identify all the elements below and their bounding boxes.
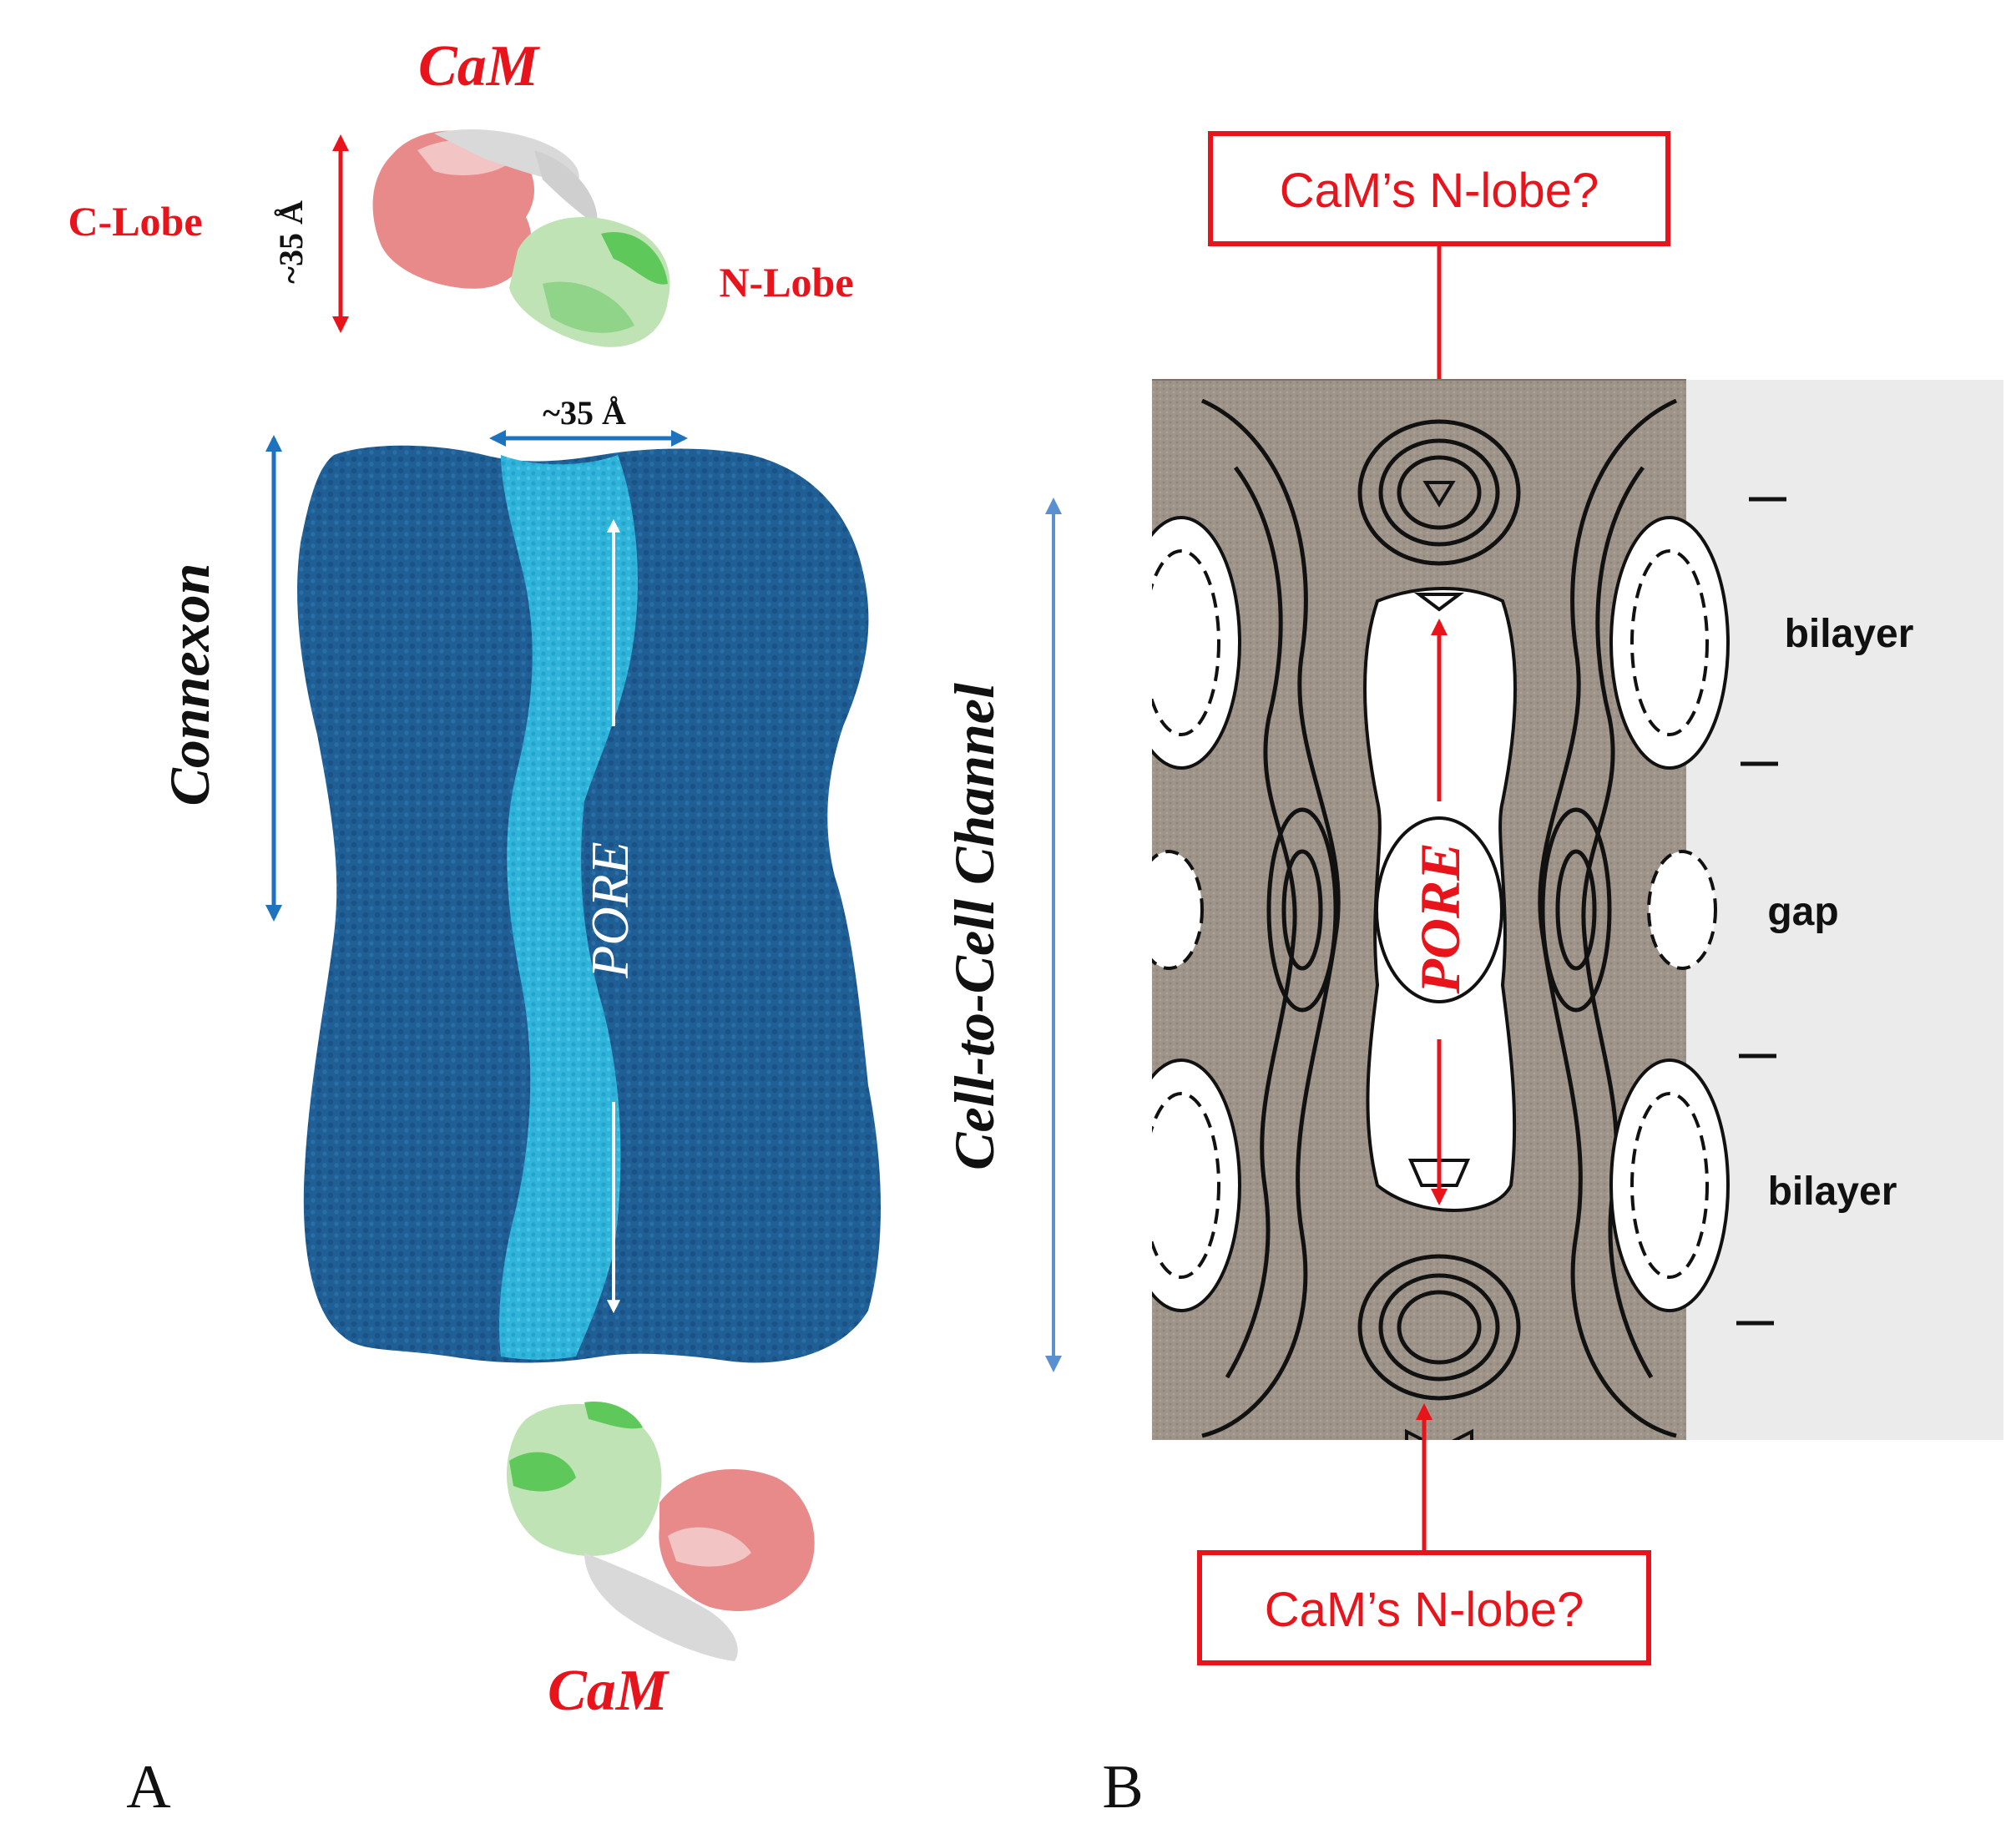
cam-height-label: ~35 Å [272, 200, 310, 284]
panel-b: CaM’s N-lobe? [1102, 131, 2003, 1821]
cam-top-label: CaM [418, 34, 541, 99]
cam-top-molecule [372, 129, 670, 347]
scale-panel [1686, 380, 2003, 1440]
cam-bottom-label: CaM [548, 1659, 670, 1723]
pore-width-label: ~35 Å [543, 394, 626, 432]
panel-b-label: B [1102, 1753, 1143, 1821]
connexon-channel [297, 445, 881, 1363]
cam-bottom-molecule [506, 1402, 815, 1661]
panel-a-label: A [126, 1753, 170, 1821]
layer-label-gap: gap [1767, 890, 1838, 934]
callout-bottom-text: CaM’s N-lobe? [1265, 1583, 1584, 1637]
panel-a: CaM ~35 Å C-Lobe N-Lobe ~35 Å Connexon P… [68, 34, 1062, 1821]
connexon-label: Connexon [158, 563, 221, 806]
callout-bottom-box [1197, 1550, 1651, 1665]
pore-label-a: PORE [580, 841, 639, 979]
callout-top-text: CaM’s N-lobe? [1280, 164, 1599, 218]
n-lobe-label: N-Lobe [719, 259, 853, 306]
c-lobe-label: C-Lobe [68, 198, 202, 245]
contour-lines [1152, 398, 1730, 1440]
layer-label-bilayer-top: bilayer [1785, 612, 1914, 656]
pore-label-b: PORE [1408, 842, 1472, 994]
layer-label-bilayer-bottom: bilayer [1768, 1170, 1897, 1214]
channel-label: Cell-to-Cell Channel [942, 683, 1006, 1170]
